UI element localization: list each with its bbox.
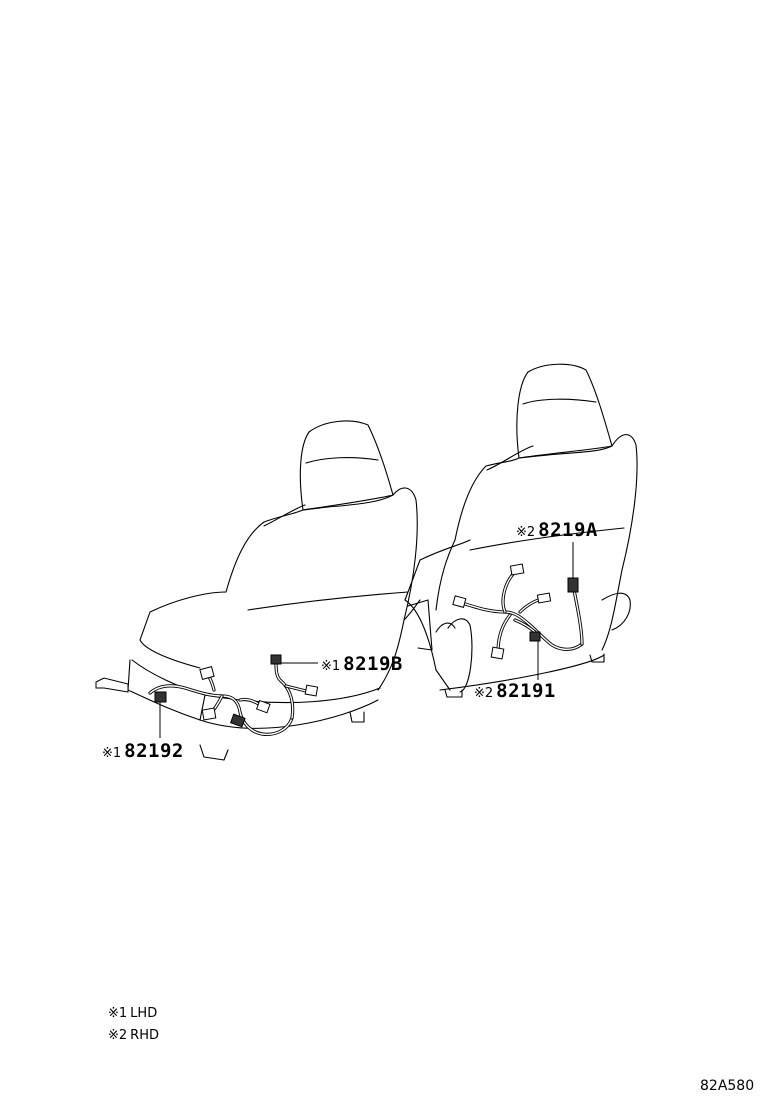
legend-mark: ※1 <box>108 1006 128 1021</box>
callout-8219b: ※1 8219B <box>321 653 403 675</box>
part-number-82192: 82192 <box>124 740 184 762</box>
callout-mark: ※1 <box>102 746 122 761</box>
right-seat-headrest <box>516 363 613 459</box>
right-seat-cushion <box>404 539 471 601</box>
part-number-82191: 82191 <box>496 680 556 702</box>
callout-82191: ※2 82191 <box>474 680 556 702</box>
legend-mark: ※2 <box>108 1028 128 1043</box>
harness-82192 <box>148 654 319 736</box>
callout-mark: ※1 <box>321 659 341 674</box>
legend-text: RHD <box>130 1028 159 1043</box>
callout-mark: ※2 <box>516 525 536 540</box>
right-seat-illustration <box>404 363 638 698</box>
left-seat-rail <box>95 677 129 693</box>
part-number-8219a: 8219A <box>538 519 598 541</box>
legend-text: LHD <box>130 1006 158 1021</box>
callout-8219a: ※2 8219A <box>516 519 598 541</box>
figure-code: 82A580 <box>700 1078 755 1094</box>
right-seat-backrest <box>454 434 638 651</box>
leader-lines <box>159 542 574 738</box>
part-number-8219b: 8219B <box>343 653 403 675</box>
left-seat-headrest <box>299 420 394 511</box>
left-seat-cushion <box>139 591 227 641</box>
callout-82192: ※1 82192 <box>102 740 184 762</box>
callout-mark: ※2 <box>474 686 494 701</box>
harness-82191 <box>452 563 584 660</box>
